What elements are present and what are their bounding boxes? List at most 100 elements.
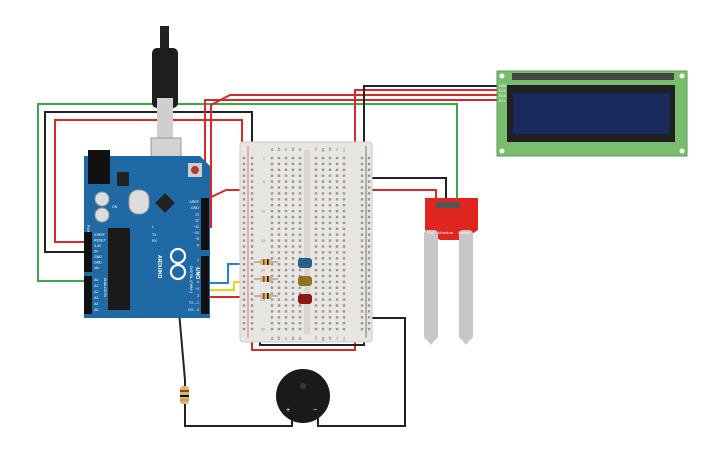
digital-pin-label: 4	[197, 280, 199, 284]
wire-red-outer	[54, 119, 243, 243]
power-pin-label: RESET	[94, 239, 107, 243]
power-jack	[88, 150, 110, 184]
wire-black-lcd	[363, 85, 500, 153]
arduino-logo	[169, 247, 187, 281]
rx-label: RX	[152, 239, 158, 243]
breadboard-column-label: g	[322, 336, 325, 342]
power-pin-label: GND	[94, 255, 102, 259]
breadboard-row-number: 15	[261, 239, 265, 243]
led-red	[298, 294, 312, 304]
buzzer-minus: −	[313, 407, 317, 414]
lcd-pin-label: GND	[499, 84, 507, 88]
piezo-buzzer: + −	[276, 369, 330, 423]
digital-pin-label: AREF	[189, 200, 199, 204]
digital-section-label: DIGITAL (PWM~)	[189, 266, 193, 293]
probe-left	[424, 230, 438, 340]
lcd-pin-label: VCC	[499, 89, 507, 93]
breadboard-column-label: g	[322, 147, 325, 153]
power-pin-label: 3.3V	[94, 244, 102, 248]
power-pin-label: IOREF	[94, 233, 106, 237]
lcd-screen	[513, 93, 670, 134]
probe-right	[459, 230, 473, 340]
power-pin-label: Vin	[94, 266, 99, 270]
digital-pin-label: 13	[195, 212, 199, 216]
wire-black-outer	[44, 111, 253, 253]
digital-pin-label: 8	[197, 243, 199, 247]
arduino-uno: ARDUINO UNO POWER ANALOG IN DIGITAL (PWM…	[84, 26, 210, 318]
analog-pin-label: A1	[94, 284, 98, 288]
breadboard-row-number: 5	[263, 180, 265, 184]
breadboard-column-label: b	[278, 147, 281, 153]
breadboard-column-label: a	[271, 336, 274, 342]
capacitor-1	[94, 191, 110, 207]
capacitor-2	[94, 207, 110, 223]
breadboard-column-label: f	[315, 147, 317, 153]
l-label: L	[152, 225, 154, 229]
breadboard-column-label: i	[336, 147, 337, 153]
analog-pin-label: A5	[94, 308, 98, 312]
digital-pin-label: 2	[197, 294, 199, 298]
breadboard-row-number: 20	[261, 269, 265, 273]
wire-black-buzzer-gnd	[317, 317, 406, 427]
digital-pin-label: 7	[197, 259, 199, 263]
digital-pin-label: ~5	[195, 273, 199, 277]
breadboard-row-number: 10	[261, 210, 265, 214]
breadboard-column-label: f	[315, 336, 317, 342]
wire-red-lcd-3	[354, 89, 500, 153]
breadboard-column-label: c	[285, 336, 288, 342]
wire-black-sensor	[364, 177, 447, 205]
wire-green	[37, 103, 458, 282]
breadboard-column-label: a	[271, 147, 274, 153]
led-blue	[298, 258, 312, 268]
on-label: ON	[112, 205, 118, 209]
digital-pin-label: ~11	[193, 225, 199, 229]
breadboard-column-label: c	[285, 147, 288, 153]
breadboard-row-number: 1	[263, 157, 265, 161]
power-pin-label: GND	[94, 261, 102, 265]
wire-black-resistor	[177, 299, 293, 427]
sensor-label-sensor: Sensor	[458, 230, 471, 235]
breadboard-row-number: 25	[261, 298, 265, 302]
breadboard-column-label: j	[342, 147, 344, 153]
breadboard-holes	[242, 156, 371, 331]
breadboard-column-label: d	[292, 336, 295, 342]
breadboard-column-label: e	[299, 336, 302, 342]
led-yellow	[298, 276, 312, 286]
digital-header-bottom	[201, 256, 209, 314]
sensor-board	[425, 198, 478, 240]
analog-pin-label: A0	[94, 278, 98, 282]
breadboard-column-label: b	[278, 336, 281, 342]
power-section-label: POWER	[86, 225, 90, 239]
digital-pin-label: ~10	[193, 231, 199, 235]
usb-cable	[160, 26, 169, 50]
digital-pin-label: ~9	[195, 237, 199, 241]
lcd-pin-header	[512, 73, 674, 80]
lcd-pin-label: SDA	[499, 94, 507, 98]
analog-section-label: ANALOG IN	[103, 278, 107, 298]
resistor-3	[254, 293, 278, 299]
tx-label: TX	[152, 233, 157, 237]
model-label: UNO	[194, 268, 200, 279]
breadboard-column-label: h	[329, 336, 332, 342]
soil-moisture-sensor: Soil Moisture Sensor	[424, 198, 478, 345]
breadboard-column-label: h	[329, 147, 332, 153]
digital-pin-label: ~6	[195, 266, 199, 270]
breadboard-column-label: d	[292, 147, 295, 153]
digital-header-top	[201, 198, 209, 250]
sensor-label-soil: Soil	[427, 230, 434, 235]
sensor-label-moisture: Moisture	[438, 230, 454, 235]
resistor-2	[254, 276, 278, 282]
analog-pin-label: A2	[94, 290, 98, 294]
breadboard-column-label: i	[336, 336, 337, 342]
